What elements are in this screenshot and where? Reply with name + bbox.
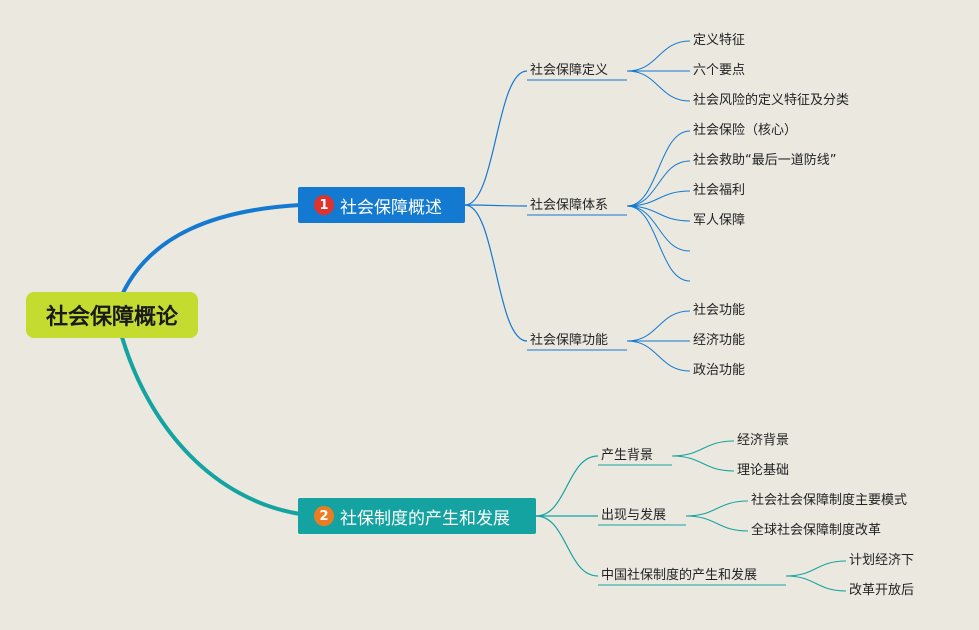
background-to-leaf-line — [671, 455, 735, 472]
main-topic-overview[interactable]: 1 社会保障概述 — [298, 187, 465, 223]
function-to-leaf-line — [626, 340, 691, 372]
china-to-leaf-line — [785, 560, 847, 577]
china-to-leaf-line — [785, 575, 847, 592]
leaf-topic[interactable]: 社会风险的定义特征及分类 — [693, 93, 850, 108]
leaf-topic[interactable]: 政治功能 — [693, 363, 746, 378]
development-to-china-line — [535, 515, 599, 577]
subtopic-definition[interactable]: 社会保障定义 — [530, 63, 609, 78]
subtopic-background[interactable]: 产生背景 — [601, 448, 654, 463]
leaf-topic[interactable]: 理论基础 — [737, 463, 790, 478]
leaf-topic[interactable]: 全球社会保障制度改革 — [751, 523, 882, 538]
development-to-background-line — [535, 455, 599, 517]
main-topic-label: 社保制度的产生和发展 — [340, 508, 510, 529]
root-to-development-line — [120, 336, 301, 516]
subtopic-china[interactable]: 中国社保制度的产生和发展 — [601, 568, 758, 583]
system-to-leaf-line — [626, 205, 691, 252]
function-to-leaf-line — [626, 310, 691, 342]
leaf-topic[interactable]: 定义特征 — [693, 33, 746, 48]
main-topic-label: 社会保障概述 — [340, 197, 442, 218]
overview-to-function-line — [464, 204, 528, 342]
leaf-topic[interactable]: 社会功能 — [693, 303, 746, 318]
leaf-topic-empty[interactable] — [690, 241, 696, 261]
system-to-leaf-line — [626, 160, 691, 207]
leaf-topic[interactable]: 改革开放后 — [849, 583, 915, 598]
system-to-leaf-line — [626, 205, 691, 282]
overview-to-system-line — [464, 204, 528, 207]
system-to-leaf-line — [626, 130, 691, 207]
leaf-topic[interactable]: 军人保障 — [693, 213, 746, 228]
leaf-topic[interactable]: 计划经济下 — [849, 553, 915, 568]
number-badge-2: 2 — [314, 506, 334, 526]
system-to-leaf-line — [626, 190, 691, 207]
leaf-topic-empty[interactable] — [690, 271, 696, 291]
leaf-topic[interactable]: 社会社会保障制度主要模式 — [751, 493, 908, 508]
number-badge-1: 1 — [314, 195, 334, 215]
leaf-topic[interactable]: 经济背景 — [737, 433, 790, 448]
definition-to-leaf-line — [626, 70, 691, 102]
leaf-topic[interactable]: 六个要点 — [693, 63, 746, 78]
emergence-to-leaf-line — [685, 500, 749, 517]
subtopic-system[interactable]: 社会保障体系 — [530, 198, 609, 213]
leaf-topic[interactable]: 社会福利 — [693, 183, 746, 198]
system-to-leaf-line — [626, 205, 691, 222]
main-topic-development[interactable]: 2 社保制度的产生和发展 — [298, 498, 536, 534]
emergence-to-leaf-line — [685, 515, 749, 532]
leaf-topic[interactable]: 社会救助“最后一道防线” — [693, 153, 837, 168]
leaf-topic[interactable]: 社会保险（核心） — [693, 123, 798, 138]
overview-to-definition-line — [464, 70, 528, 206]
root-to-overview-line — [120, 203, 301, 296]
background-to-leaf-line — [671, 440, 735, 457]
leaf-topic[interactable]: 经济功能 — [693, 333, 746, 348]
subtopic-function[interactable]: 社会保障功能 — [530, 333, 609, 348]
root-topic[interactable]: 社会保障概论 — [26, 292, 198, 338]
definition-to-leaf-line — [626, 40, 691, 72]
subtopic-emergence[interactable]: 出现与发展 — [601, 508, 667, 523]
